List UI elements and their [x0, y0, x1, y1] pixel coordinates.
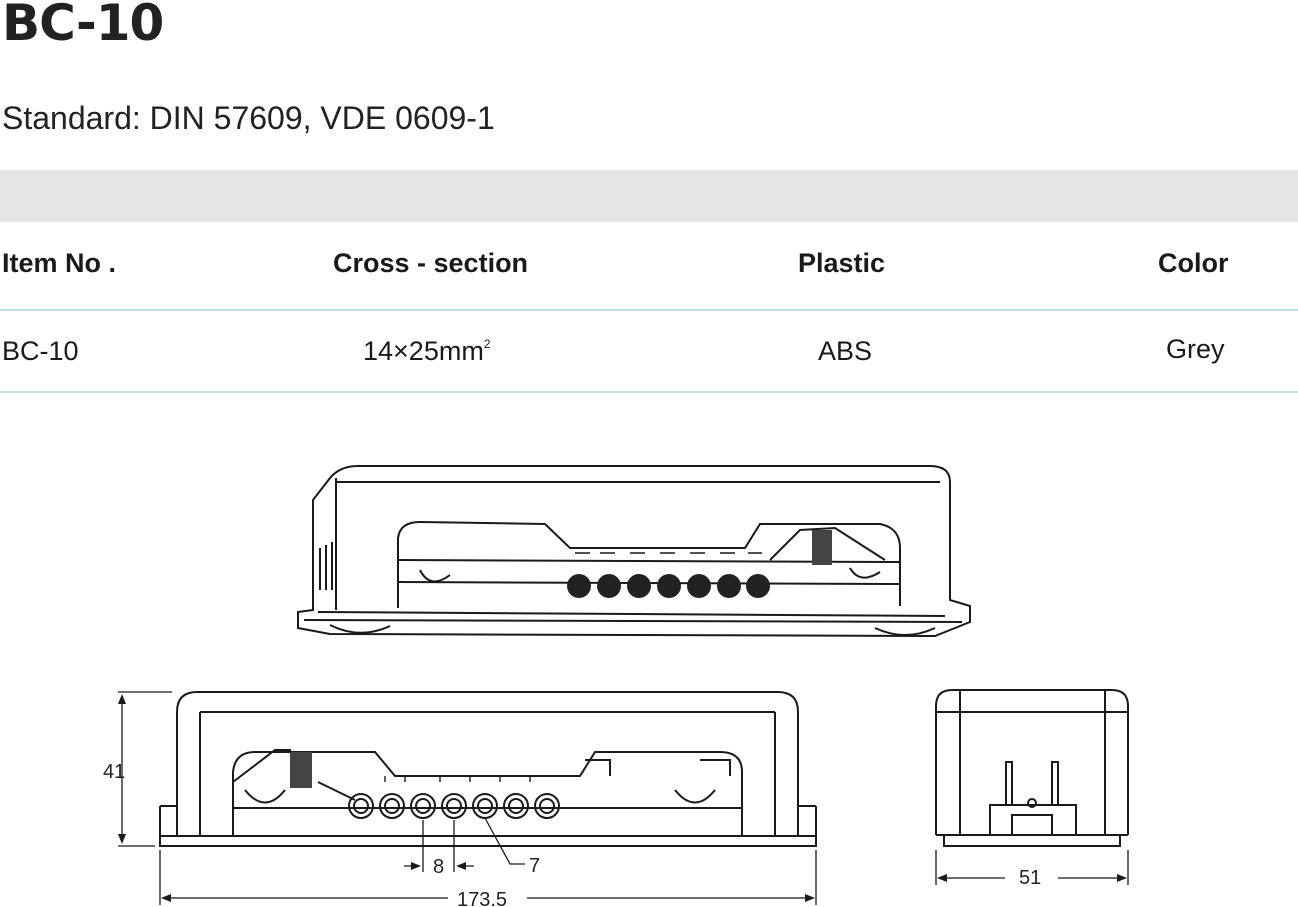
cross-section-value: 14×25mm	[363, 336, 484, 366]
header-cross-section: Cross - section	[333, 248, 529, 278]
cross-section-exponent: 2	[483, 337, 491, 351]
cell-color: Grey	[1166, 334, 1225, 364]
perspective-view	[297, 465, 971, 638]
table-header-band	[0, 170, 1298, 222]
dim-width: 51	[1019, 867, 1041, 889]
table-header-rule	[0, 309, 1298, 311]
cell-cross-section: 14×25mm2	[363, 336, 491, 367]
technical-drawing: 41 8 7 173.5 51	[103, 465, 1129, 907]
header-color: Color	[1158, 248, 1229, 278]
side-view	[935, 689, 1129, 847]
header-item-no: Item No .	[2, 248, 117, 278]
table-row-rule	[0, 391, 1298, 393]
standard-text: Standard: DIN 57609, VDE 0609-1	[2, 100, 495, 136]
dim-length: 173.5	[457, 889, 507, 907]
dim-hole-pitch: 8	[433, 856, 444, 878]
dim-height: 41	[103, 761, 125, 783]
cell-item-no: BC-10	[2, 336, 79, 366]
product-title: BC-10	[2, 0, 164, 52]
dim-hole-dia: 7	[529, 855, 540, 877]
dimension-lines	[118, 691, 1129, 905]
header-plastic: Plastic	[798, 248, 886, 278]
cell-plastic: ABS	[818, 336, 873, 366]
front-view	[159, 691, 817, 847]
